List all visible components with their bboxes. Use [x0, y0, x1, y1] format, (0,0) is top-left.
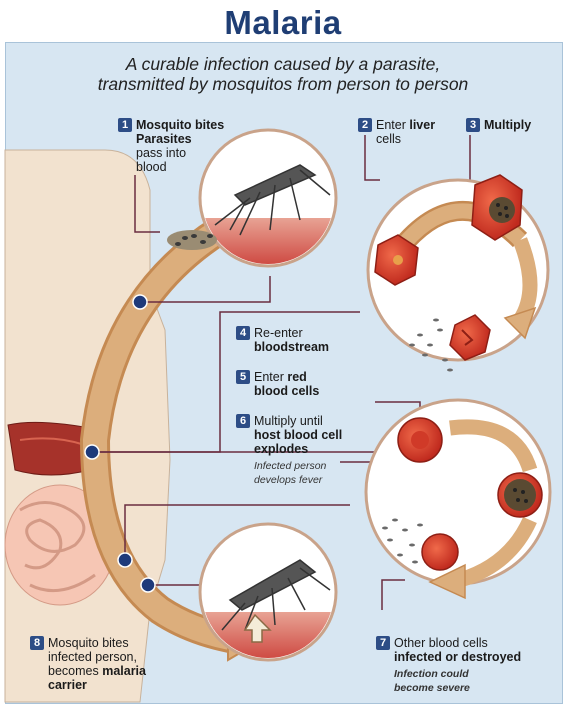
step-8-line-3b: malaria	[102, 664, 146, 678]
step-2-line-1a: Enter	[376, 118, 409, 132]
infected-blood-cell-icon	[498, 473, 542, 517]
red-blood-cell-icon	[398, 418, 442, 462]
step-6-badge: 6	[236, 414, 250, 428]
step-8-line-1: Mosquito bites	[48, 636, 129, 650]
step-6-line-1: Multiply until	[254, 414, 323, 428]
step-3-label: 3 Multiply	[466, 118, 531, 132]
step-7-badge: 7	[376, 636, 390, 650]
step-2-badge: 2	[358, 118, 372, 132]
step-7-note-2: become severe	[394, 682, 470, 694]
step-4-label: 4 Re-enter bloodstream	[236, 326, 329, 354]
step-2-label: 2 Enter liver cells	[358, 118, 435, 146]
step-4-line-2: bloodstream	[254, 340, 329, 354]
step-5-line-1a: Enter	[254, 370, 287, 384]
step-7-note-1: Infection could	[394, 668, 469, 680]
step-2-line-1b: liver	[409, 118, 435, 132]
step-8-label: 8 Mosquito bites infected person, becomes…	[30, 636, 146, 692]
step-6-line-2: host blood cell	[254, 428, 342, 442]
liver-cell-circle	[368, 175, 548, 372]
step-2-line-2: cells	[358, 132, 401, 146]
step-5-label: 5 Enter red blood cells	[236, 370, 319, 398]
step-3-line-1: Multiply	[484, 118, 531, 132]
step-7-line-2: infected or destroyed	[394, 650, 521, 664]
step-1-line-1: Mosquito bites	[136, 118, 224, 132]
step-6-note-1: Infected person	[236, 460, 326, 472]
step-1-line-2: Parasites	[136, 132, 192, 146]
step-5-line-1b: red	[287, 370, 306, 384]
step-5-line-2: blood cells	[254, 384, 319, 398]
step-5-badge: 5	[236, 370, 250, 384]
step-8-line-2: infected person,	[30, 650, 137, 664]
step-7-line-1: Other blood cells	[394, 636, 488, 650]
step-8-line-4: carrier	[48, 678, 87, 692]
step-4-line-1: Re-enter	[254, 326, 303, 340]
step-8-line-3a: becomes	[48, 664, 102, 678]
step-8-badge: 8	[30, 636, 44, 650]
step-1-badge: 1	[118, 118, 132, 132]
step-1-line-4: blood	[118, 160, 167, 174]
step-1-line-3: pass into	[118, 146, 186, 160]
step-7-label: 7 Other blood cells infected or destroyed…	[376, 636, 521, 694]
step-6-note-2: develops fever	[236, 474, 322, 486]
parasite-cluster-icon	[167, 230, 217, 250]
blood-cell-circle	[366, 400, 550, 598]
step-1-label: 1 Mosquito bites Parasites pass into bloo…	[118, 118, 224, 174]
step-6-line-3: explodes	[254, 442, 308, 456]
step-4-badge: 4	[236, 326, 250, 340]
step-6-label: 6 Multiply until host blood cell explodes…	[236, 414, 342, 486]
step-3-badge: 3	[466, 118, 480, 132]
